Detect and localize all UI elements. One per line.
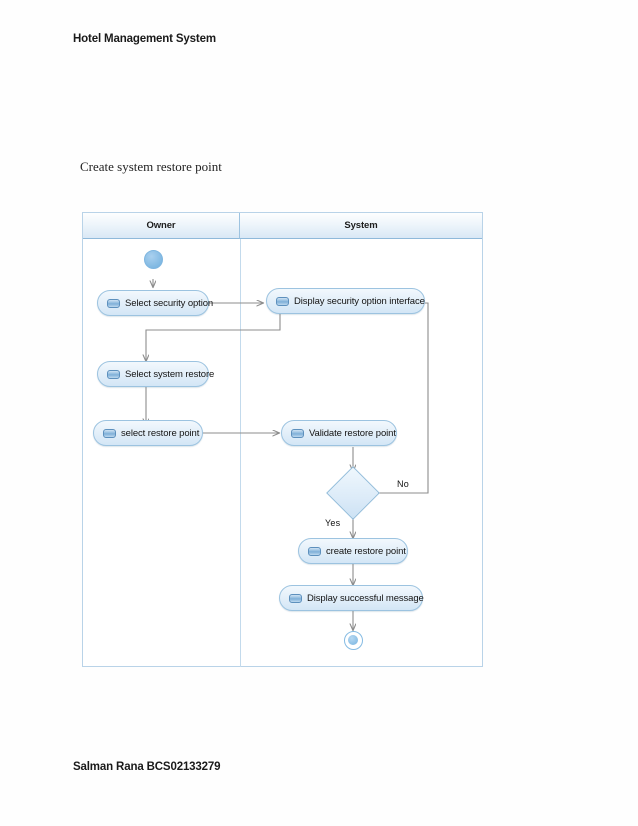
activity-node-label: Select security option xyxy=(125,297,214,309)
activity-node-label: Display successful message xyxy=(307,592,424,604)
action-icon xyxy=(289,593,302,603)
edge-decision-no-to-display-interface xyxy=(373,303,429,494)
action-icon xyxy=(107,369,120,379)
activity-node-label: Select system restore xyxy=(125,368,215,380)
document-footer-text: Salman Rana BCS02133279 xyxy=(73,761,221,773)
action-icon xyxy=(103,428,116,438)
activity-node-label: create restore point xyxy=(326,545,406,557)
action-icon xyxy=(291,428,304,438)
swimlane-header-row: Owner System xyxy=(83,213,482,239)
edge-display-interface-to-select-system-restore xyxy=(146,314,281,361)
action-icon xyxy=(276,296,289,306)
activity-node-display-successful-message[interactable]: Display successful message xyxy=(279,585,424,611)
activity-node-create-restore-point[interactable]: create restore point xyxy=(298,538,408,564)
activity-node-select-security-option[interactable]: Select security option xyxy=(97,290,213,316)
activity-node-label: Validate restore point xyxy=(309,427,396,439)
initial-node xyxy=(144,250,163,269)
activity-node-select-system-restore[interactable]: Select system restore xyxy=(97,361,214,387)
activity-node-display-security-option-interface[interactable]: Display security option interface xyxy=(266,288,425,314)
activity-node-label: select restore point xyxy=(121,427,200,439)
activity-node-validate-restore-point[interactable]: Validate restore point xyxy=(281,420,397,446)
document-header-title: Hotel Management System xyxy=(73,33,216,45)
activity-node-select-restore-point[interactable]: select restore point xyxy=(93,420,203,446)
swimlane-header-owner: Owner xyxy=(83,213,240,239)
activity-diagram-frame: Owner System xyxy=(82,212,483,667)
swimlane-divider xyxy=(240,239,241,667)
diagram-title: Create system restore point xyxy=(80,159,222,174)
decision-node[interactable] xyxy=(326,466,380,520)
edge-label-yes: Yes xyxy=(325,518,341,528)
action-icon xyxy=(107,298,120,308)
final-node xyxy=(344,631,363,650)
swimlane-header-system: System xyxy=(240,213,482,239)
action-icon xyxy=(308,546,321,556)
edge-label-no: No xyxy=(397,479,409,489)
activity-node-label: Display security option interface xyxy=(294,295,425,307)
